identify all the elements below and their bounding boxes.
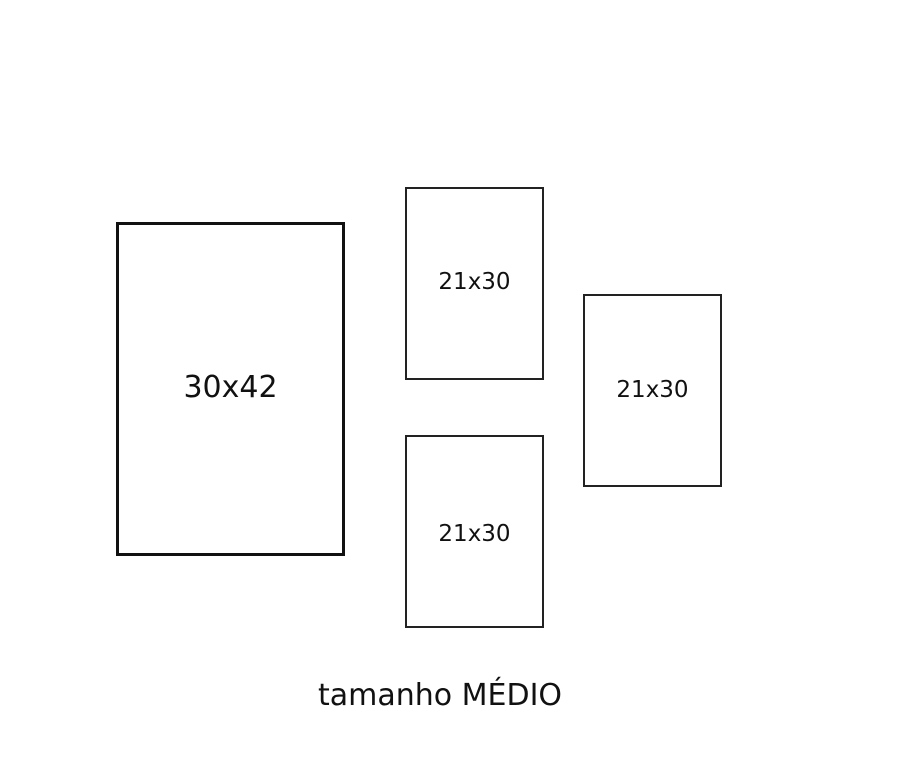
frame-right-label: 21x30 bbox=[616, 377, 689, 403]
frame-large-label: 30x42 bbox=[183, 370, 278, 405]
frame-top-label: 21x30 bbox=[438, 269, 511, 295]
frame-medium-top: 21x30 bbox=[405, 187, 544, 380]
frame-medium-right: 21x30 bbox=[583, 294, 722, 487]
frame-medium-bottom: 21x30 bbox=[405, 435, 544, 628]
frame-large-30x42: 30x42 bbox=[116, 222, 345, 556]
frame-bottom-label: 21x30 bbox=[438, 521, 511, 547]
size-caption: tamanho MÉDIO bbox=[317, 678, 563, 713]
